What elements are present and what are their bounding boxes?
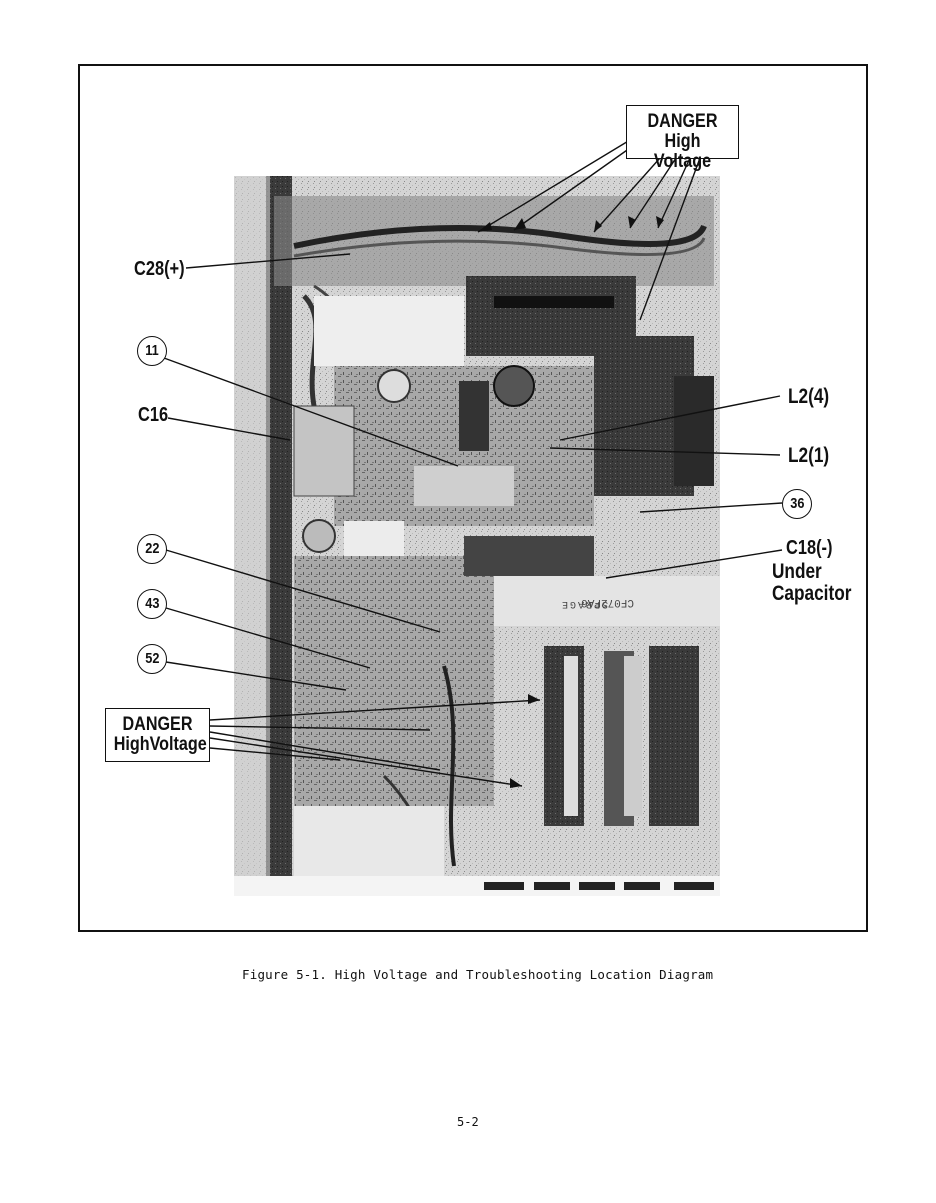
figure-frame [78, 64, 868, 932]
callout-11-text: 11 [145, 342, 159, 359]
callout-43-text: 43 [144, 595, 160, 612]
strip-text-2: SPRAGE [560, 598, 609, 609]
callout-22: 22 [137, 534, 167, 564]
figure-caption: Figure 5-1. High Voltage and Troubleshoo… [242, 967, 714, 982]
callout-36-text: 36 [789, 495, 805, 512]
callout-11: 11 [137, 336, 167, 366]
callout-52: 52 [137, 644, 167, 674]
label-capacitor: Capacitor [772, 582, 852, 605]
label-l2-1: L2(1) [788, 444, 830, 467]
danger-top-line1: DANGER [647, 111, 718, 132]
danger-bottom-line1: DANGER [122, 714, 193, 735]
label-c18: C18(-) [786, 537, 833, 559]
callout-43: 43 [137, 589, 167, 619]
danger-label-top: DANGER High Voltage [626, 105, 739, 171]
page-number: 5-2 [457, 1115, 479, 1129]
danger-bottom-line2: HighVoltage [113, 733, 207, 755]
label-c16: C16 [138, 404, 169, 426]
danger-label-bottom: DANGER HighVoltage [105, 708, 210, 762]
callout-36: 36 [782, 489, 812, 519]
label-l2-4: L2(4) [788, 385, 830, 408]
danger-top-line2: High Voltage [653, 130, 712, 172]
callout-22-text: 22 [144, 540, 160, 557]
callout-52-text: 52 [144, 650, 160, 667]
label-c28: C28(+) [134, 258, 185, 280]
label-under: Under [772, 560, 822, 583]
strip-text-1: CF072FA6 [581, 596, 634, 608]
